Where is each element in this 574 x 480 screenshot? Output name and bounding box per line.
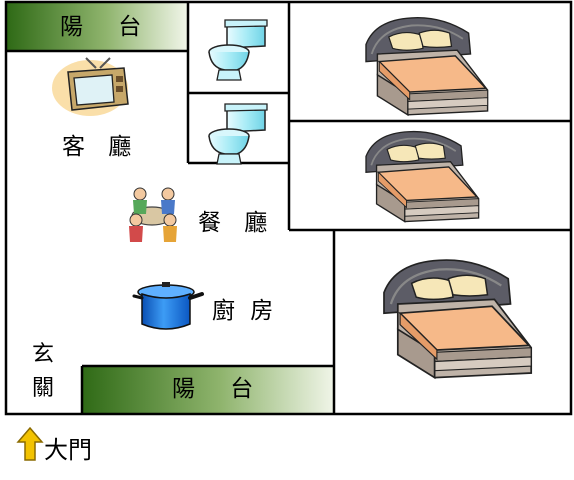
bed-icon xyxy=(365,130,480,223)
bed-icon xyxy=(365,16,489,116)
toilet-icon xyxy=(208,103,268,165)
bottom-balcony xyxy=(82,366,334,414)
dining-room-label: 餐 廳 xyxy=(198,210,276,236)
up-arrow-icon xyxy=(16,426,44,461)
toilet-icon xyxy=(208,19,268,81)
top-balcony-label: 陽 台 xyxy=(60,14,156,40)
living-room-label: 客 廳 xyxy=(62,134,140,160)
television-icon xyxy=(52,57,129,116)
bottom-balcony-label: 陽 台 xyxy=(172,376,268,402)
main-door-label: 大門 xyxy=(44,436,92,464)
entrance-label: 玄 關 xyxy=(28,338,58,406)
entrance-char-1: 玄 xyxy=(31,342,54,367)
entrance-char-2: 關 xyxy=(31,376,54,401)
cooking-pot-icon xyxy=(132,282,204,330)
bed-icon xyxy=(382,258,533,379)
top-balcony xyxy=(7,3,187,51)
kitchen-label: 廚 房 xyxy=(212,298,278,324)
family-dining-icon xyxy=(129,187,177,242)
walls xyxy=(4,0,573,416)
